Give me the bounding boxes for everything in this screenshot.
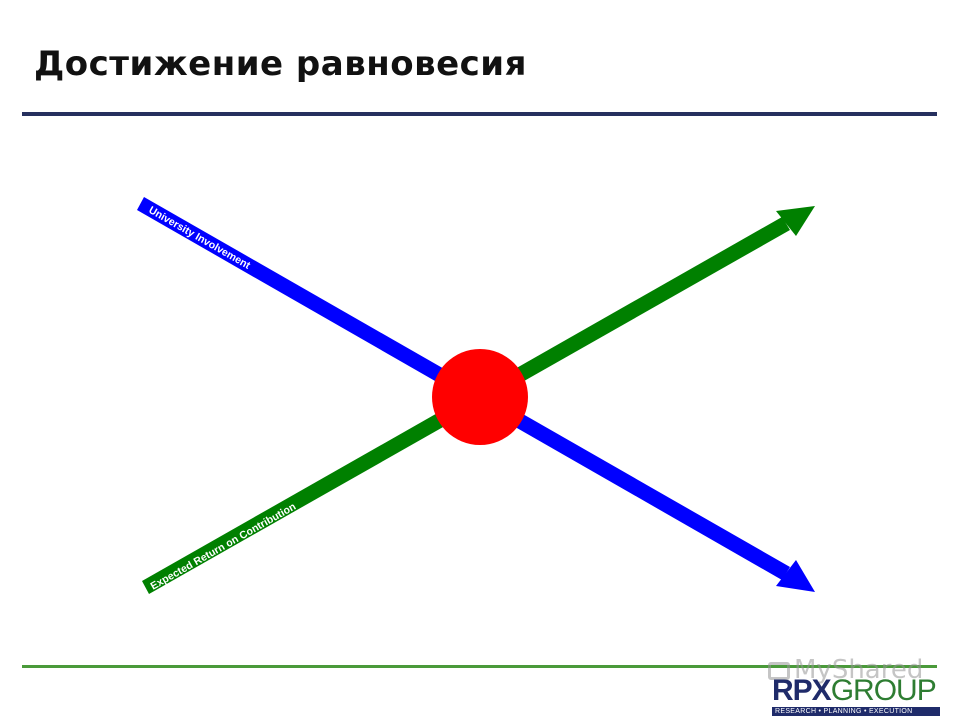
slideshow-icon	[768, 662, 790, 680]
equilibrium-point	[432, 349, 528, 445]
logo-group: GROUP	[830, 674, 937, 707]
green-arrow-label: Expected Return on Contribution	[149, 501, 298, 593]
logo-wordmark: RPXGROUP	[772, 676, 940, 706]
logo-tagline: RESEARCH • PLANNING • EXECUTION	[772, 707, 940, 716]
footer-divider	[22, 665, 937, 668]
logo-rpx: RPX	[772, 674, 832, 707]
slide-title: Достижение равновесия	[34, 44, 527, 84]
blue-arrow-head	[776, 560, 815, 592]
watermark-text: MyShared	[794, 655, 924, 685]
company-logo: RPXGROUP RESEARCH • PLANNING • EXECUTION	[772, 676, 940, 716]
watermark: MyShared	[768, 655, 923, 685]
green-arrow-head	[776, 206, 815, 236]
title-divider	[22, 112, 937, 116]
blue-arrow-label: University Involvement	[147, 204, 253, 272]
